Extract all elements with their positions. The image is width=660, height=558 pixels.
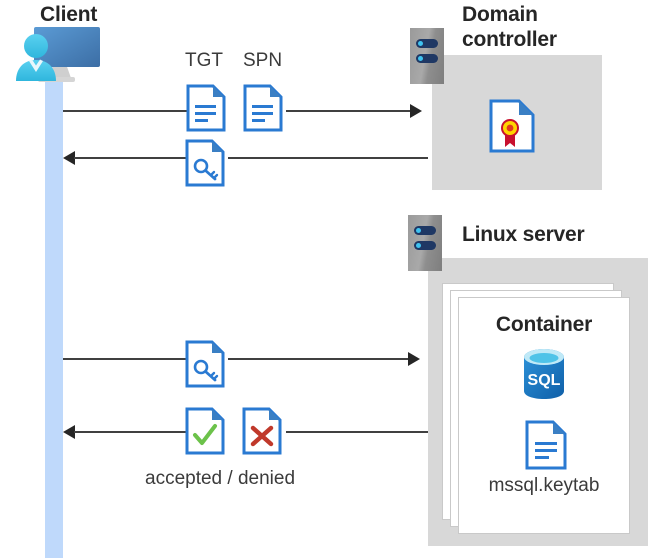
container-card-front[interactable] [458,297,630,534]
message-tgt-spn-line-right [286,110,412,112]
client-label: Client [40,3,98,26]
auth-result-caption: accepted / denied [145,468,296,489]
domain-controller-label-line1: Domain [462,3,538,26]
tgt-label: TGT [185,50,223,71]
container-title: Container [495,313,593,336]
domain-controller-label: Domain controller [462,2,642,52]
sql-icon-text: SQL [528,372,561,389]
document-key-icon-ticket [185,139,225,187]
keytab-document-icon [525,420,567,470]
document-lines-icon-spn [243,84,283,132]
client-monitor-user-icon [8,24,108,86]
document-lines-icon-tgt [186,84,226,132]
message-tgt-spn-line-left [63,110,187,112]
client-lifeline [45,62,63,558]
message-service-ticket-arrowhead [63,151,75,165]
document-cross-icon [242,407,282,455]
linux-server-server-rack-icon [408,215,442,271]
message-service-ticket-line-right [228,157,428,159]
message-auth-result-line-left [74,431,186,433]
message-auth-result-line-right [286,431,428,433]
message-present-ticket-line-left [63,358,187,360]
certificate-document-icon [489,99,535,153]
sql-database-icon: SQL [521,348,567,400]
spn-label: SPN [243,50,283,71]
linux-server-label: Linux server [462,223,585,246]
document-check-icon [185,407,225,455]
document-key-icon-present [185,340,225,388]
domain-controller-server-rack-icon [410,28,444,84]
message-tgt-spn-arrowhead [410,104,422,118]
message-present-ticket-line-right [228,358,410,360]
message-auth-result-arrowhead [63,425,75,439]
message-service-ticket-line-left [74,157,186,159]
keytab-filename-label: mssql.keytab [488,475,600,496]
message-present-ticket-arrowhead [408,352,420,366]
domain-controller-label-line2: controller [462,28,557,51]
